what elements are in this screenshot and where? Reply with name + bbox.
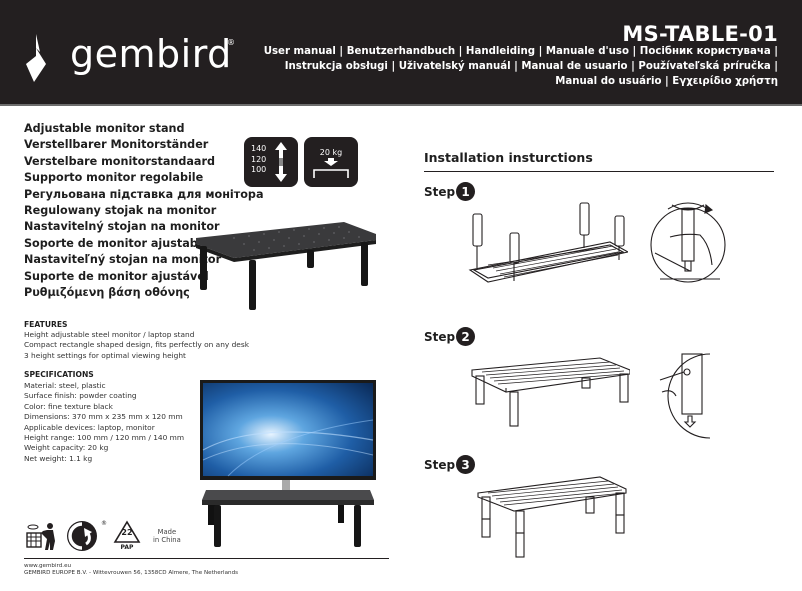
weee-bin-icon	[26, 523, 55, 550]
product-title: Регульована підставка для монітора	[24, 187, 264, 201]
recycle-paper-icon: 22 PAP	[113, 520, 141, 552]
height-value: 100	[251, 165, 267, 174]
made-in-line: Made	[157, 528, 177, 536]
made-in-line: in China	[153, 536, 181, 544]
product-title: Soporte de monitor ajustable	[24, 236, 210, 250]
manual-languages: User manual | Benutzerhandbuch | Handlei…	[218, 44, 778, 89]
step-number: 2	[456, 327, 476, 346]
load-shelf-icon	[313, 158, 349, 178]
languages-line: Manual do usuário | Εγχειρίδιο χρήστη	[555, 76, 778, 87]
recycle-label: PAP	[120, 544, 134, 551]
product-title: Suporte de monitor ajustável	[24, 269, 209, 283]
step-1-attach-legs-illustration	[468, 202, 628, 283]
spec-item: Material: steel, plastic	[24, 381, 106, 390]
height-value: 140	[251, 144, 267, 153]
features-list: Height adjustable steel monitor / laptop…	[24, 330, 249, 361]
installation-divider	[424, 171, 774, 172]
registered-mark: ®	[227, 38, 235, 47]
spec-item: Net weight: 1.1 kg	[24, 453, 93, 463]
registered-mark: ®	[101, 520, 107, 527]
vertical-double-arrow-icon	[275, 142, 287, 182]
weight-capacity-badge: 20 kg	[304, 137, 358, 187]
recycle-code: 22	[121, 528, 133, 537]
product-title: Verstelbare monitorstandaard	[24, 154, 215, 168]
monitor-on-stand-photo	[200, 380, 376, 547]
gembird-logo-icon	[26, 34, 46, 82]
specifications-heading: SPECIFICATIONS	[24, 370, 94, 379]
website-link[interactable]: www.gembird.eu	[24, 563, 72, 569]
feature-item: Compact rectangle shaped design, fits pe…	[24, 340, 249, 350]
step-text: Step	[424, 184, 456, 199]
step-3-raised-stand-illustration	[477, 476, 627, 558]
height-value: 120	[251, 154, 267, 164]
product-title: Supporto monitor regolabile	[24, 171, 204, 185]
weight-value: 20 kg	[319, 148, 343, 157]
spec-item: Applicable devices: laptop, monitor	[24, 422, 155, 432]
languages-line: Instrukcja obsługi | Uživatelský manuál …	[284, 61, 778, 72]
brand-name: gembird	[70, 32, 232, 76]
specifications-list: Material: steel, plastic Surface finish:…	[24, 381, 184, 464]
feature-item: 3 height settings for optimal viewing he…	[24, 350, 186, 360]
step-2-stand-illustration	[471, 357, 630, 427]
product-title-list: Adjustable monitor stand Verstellbarer M…	[24, 121, 264, 301]
product-title: Adjustable monitor stand	[24, 122, 185, 135]
model-number: MS-TABLE-01	[622, 22, 778, 46]
step-text: Step	[424, 329, 456, 344]
spec-item: Height range: 100 mm / 120 mm / 140 mm	[24, 433, 185, 443]
installation-title: Installation insturctions	[424, 150, 593, 165]
green-dot-recycle-icon	[67, 521, 97, 551]
step-1-twist-detail-illustration	[650, 202, 726, 283]
step-number: 1	[456, 182, 476, 201]
product-title: Regulowany stojak na monitor	[24, 204, 217, 218]
step-2-button-detail-illustration	[659, 353, 711, 439]
height-range-badge: 140 120 100	[244, 137, 298, 187]
product-title: Nastavitelný stojan na monitor	[24, 220, 220, 234]
spec-item: Surface finish: powder coating	[24, 391, 137, 401]
features-heading: FEATURES	[24, 320, 68, 329]
header-banner: gembird ® MS-TABLE-01 User manual | Benu…	[0, 0, 802, 106]
footer: www.gembird.eu GEMBIRD EUROPE B.V. - Wit…	[24, 563, 238, 578]
product-title: Nastaviteľný stojan na monitor	[24, 253, 222, 267]
monitor-stand-photo	[196, 222, 376, 310]
made-in-label: Made in China	[153, 528, 181, 544]
product-title: Verstellbarer Monitorständer	[24, 138, 209, 152]
feature-item: Height adjustable steel monitor / laptop…	[24, 330, 195, 339]
step-number: 3	[456, 455, 476, 474]
company-address: GEMBIRD EUROPE B.V. - Wittevrouwen 56, 1…	[24, 570, 239, 577]
product-title: Ρυθμιζόμενη βάση οθόνης	[24, 286, 190, 300]
step-text: Step	[424, 457, 456, 472]
footer-divider	[24, 558, 389, 559]
languages-line: User manual | Benutzerhandbuch | Handlei…	[263, 46, 778, 57]
spec-item: Dimensions: 370 mm x 235 mm x 120 mm	[24, 412, 183, 422]
eco-icons: ® 22 PAP Made in China	[25, 520, 181, 552]
spec-item: Color: fine texture black	[24, 401, 113, 411]
spec-item: Weight capacity: 20 kg	[24, 443, 109, 453]
